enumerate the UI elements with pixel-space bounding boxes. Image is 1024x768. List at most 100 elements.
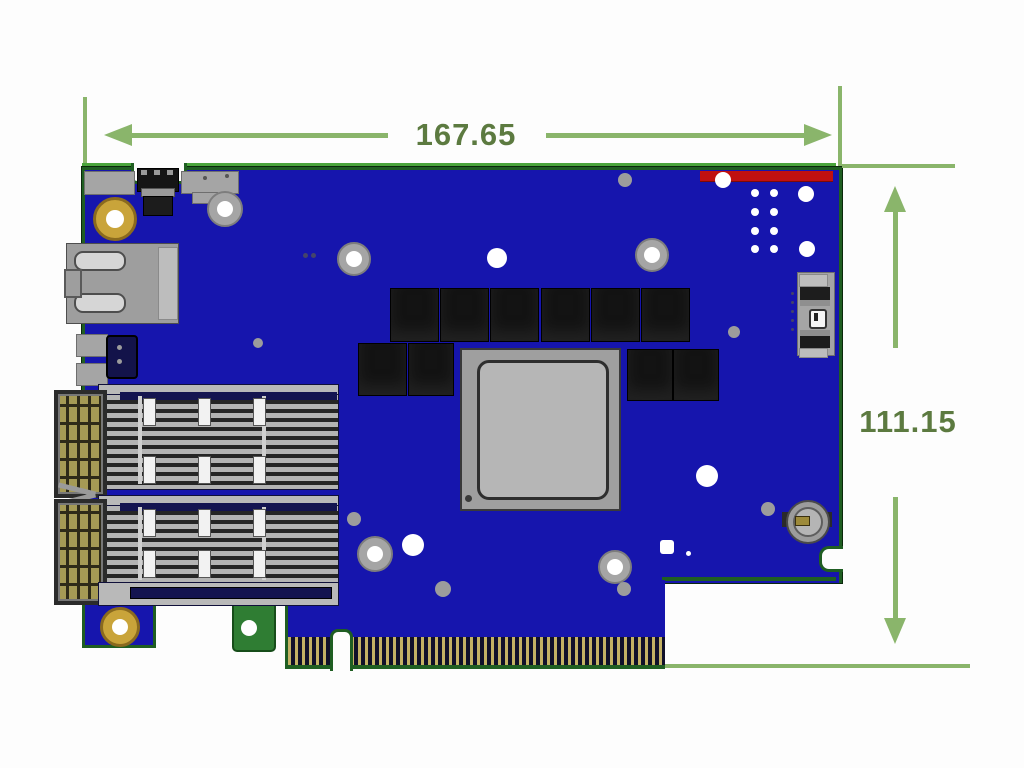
via-gray-battery [761, 502, 775, 516]
qsfp2-clip-2 [198, 509, 211, 537]
inductor-r1c2 [440, 288, 489, 342]
qsfp1-clip-4 [143, 456, 156, 484]
pin-dot-2 [117, 359, 122, 364]
side-io-maze-top [800, 287, 830, 306]
inductor-r1c1 [390, 288, 439, 342]
qsfp1-clip-plate-seam2 [262, 396, 266, 484]
standoff-mid-right [635, 238, 669, 272]
rj45-slot-bottom [74, 293, 126, 313]
rj45-right-panel [158, 247, 178, 320]
qsfp2-clip-3 [253, 509, 266, 537]
width-dimension-label: 167.65 [415, 117, 517, 152]
right-edge-notch [819, 546, 843, 572]
side-io-tab-bottom [799, 348, 828, 358]
fiducial-1 [303, 253, 308, 258]
height-ext-line-bottom [665, 664, 970, 668]
qsfp2-bottom-slot [130, 587, 332, 599]
side-io-center-socket [809, 309, 827, 329]
via-gray-top [618, 173, 632, 187]
width-dim-line-left [126, 133, 388, 138]
qsfp2-clip-5 [198, 550, 211, 578]
board-top-edge-highlight [82, 163, 836, 166]
hole-mid-bottom-right [696, 465, 718, 487]
side-io-center-key [814, 313, 818, 321]
qsfp1-clip-6 [253, 456, 266, 484]
bracket-gold-ring-bottom [100, 607, 140, 647]
hole-right-lower [799, 241, 815, 257]
width-ext-line-right [838, 86, 842, 166]
hole-mid-bottom-left [402, 534, 424, 556]
rj45-side-tab [64, 269, 82, 298]
side-io-pin-a [791, 292, 794, 295]
height-dimension-label: 111.15 [859, 404, 957, 439]
inductor-r2c2 [408, 343, 454, 396]
pcie-key-notch [330, 629, 353, 671]
width-ext-line-left [83, 97, 87, 163]
height-arrowhead-down [884, 618, 906, 644]
via-grid-2 [770, 189, 778, 197]
height-dim-line-bottom [893, 497, 898, 620]
height-ext-line-top [842, 164, 955, 168]
width-dim-line-right [546, 133, 810, 138]
test-pad-dot [686, 551, 691, 556]
via-grid-8 [770, 245, 778, 253]
bracket-rivet-1 [203, 176, 207, 180]
qsfp2-clip-1 [143, 509, 156, 537]
tab-mount-hole [241, 620, 257, 636]
side-io-tab-top [799, 274, 828, 287]
bracket-rivet-2 [225, 174, 229, 178]
inductor-r1c3 [490, 288, 539, 342]
io-tab-upper [76, 334, 108, 357]
via-grid-6 [770, 227, 778, 235]
inductor-r1c4 [541, 288, 590, 342]
qsfp1-clip-plate-seam1 [138, 396, 142, 484]
battery-label-chip [795, 516, 810, 526]
board-lower-mid [285, 580, 665, 637]
via-grid-4 [770, 208, 778, 216]
qsfp2-port-emi-gasket [54, 499, 107, 605]
qsfp2-fin-navy-top [120, 503, 337, 511]
red-strip [700, 171, 833, 182]
side-io-pin-e [791, 328, 794, 331]
via-gray-bottom-2 [617, 582, 631, 596]
qsfp1-fin-navy-top [120, 392, 337, 400]
usb-pin-3 [167, 170, 173, 175]
standoff-mid-left [337, 242, 371, 276]
bracket-strip-right [181, 171, 239, 194]
via-gray-bottom-1 [435, 581, 451, 597]
height-dim-line-top [893, 208, 898, 348]
qsfp1-clip-2 [198, 398, 211, 426]
hole-red-strip [715, 172, 731, 188]
via-gray-right-mid [728, 326, 740, 338]
via-gray-left [253, 338, 263, 348]
usb-pin-1 [141, 170, 147, 175]
usb-body-lower [143, 196, 173, 216]
two-pin-connector [106, 335, 138, 379]
test-pad-square [660, 540, 674, 554]
qsfp1-clip-1 [143, 398, 156, 426]
usb-pin-2 [154, 170, 160, 175]
hole-right-upper [798, 186, 814, 202]
inductor-r2c1 [358, 343, 407, 396]
side-io-maze-bottom [800, 330, 830, 348]
pin-dot-1 [117, 345, 122, 350]
qsfp1-clip-3 [253, 398, 266, 426]
inductor-r2c4 [673, 349, 719, 401]
qsfp2-clip-plate-seam1 [138, 507, 142, 580]
inductor-r2c3 [627, 349, 673, 401]
standoff-bottom-left [357, 536, 393, 572]
inductor-r1c6 [641, 288, 690, 342]
qsfp2-clip-plate-seam2 [262, 507, 266, 580]
qsfp1-port-emi-gasket [54, 390, 107, 498]
via-gray-cage-right [347, 512, 361, 526]
asic-lid [477, 360, 609, 500]
rj45-slot-top [74, 251, 126, 271]
standoff-top-left [207, 191, 243, 227]
bracket-strip-left [84, 171, 135, 195]
fiducial-2 [311, 253, 316, 258]
via-grid-1 [751, 189, 759, 197]
via-grid-3 [751, 208, 759, 216]
via-grid-5 [751, 227, 759, 235]
qsfp1-heatsink-fins [98, 394, 339, 490]
